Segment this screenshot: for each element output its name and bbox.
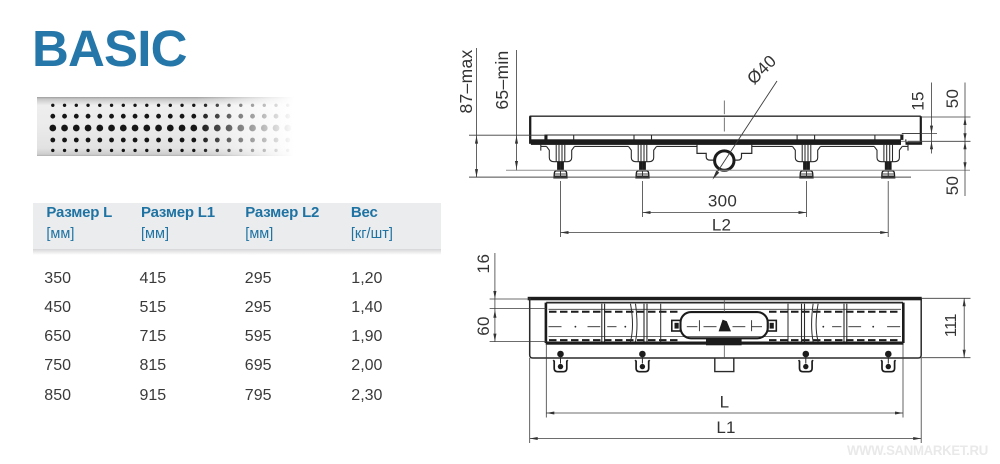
svg-text:50: 50 [943, 89, 962, 109]
svg-text:16: 16 [474, 254, 493, 274]
svg-text:15: 15 [908, 91, 927, 111]
svg-text:L1: L1 [716, 418, 735, 437]
svg-text:L: L [720, 392, 730, 411]
svg-text:111: 111 [943, 313, 960, 337]
svg-text:50: 50 [943, 176, 962, 196]
svg-text:300: 300 [708, 191, 737, 210]
svg-text:87–max: 87–max [456, 49, 476, 113]
svg-text:Ø40: Ø40 [743, 51, 780, 88]
svg-text:65–min: 65–min [492, 50, 512, 109]
svg-text:L2: L2 [712, 215, 731, 234]
svg-text:60: 60 [474, 316, 493, 336]
